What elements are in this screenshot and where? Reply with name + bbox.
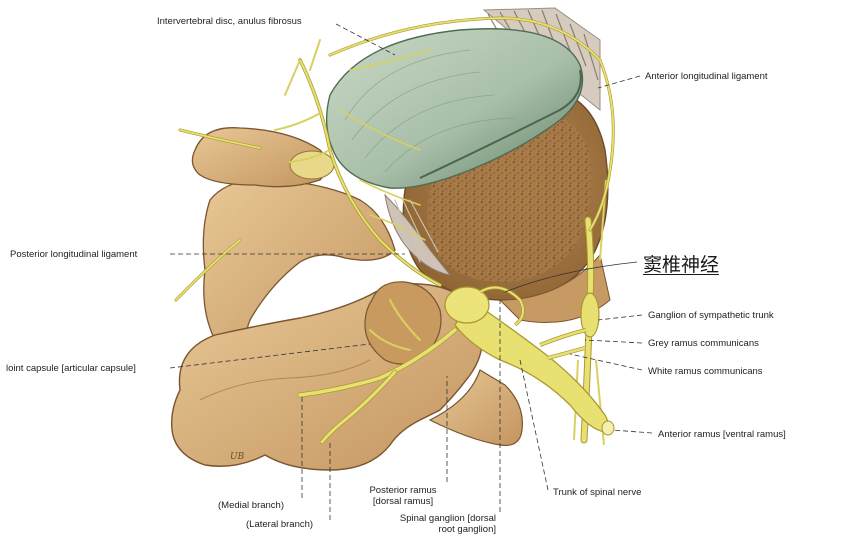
leader-white-ramus [569,353,643,371]
label-spinal-ganglion-line1: Spinal ganglion [dorsal [399,513,496,524]
leader-anterior-ligament [597,75,641,89]
vertebral-arch [170,127,523,471]
leader-anterior-ramus [611,429,653,434]
label-lateral-branch: (Lateral branch) [246,519,314,530]
label-trunk-spinal-nerve: Trunk of spinal nerve [553,487,642,498]
artist-signature: UB [230,452,245,462]
sympathetic-ganglion [580,292,600,338]
posterior-ramus [297,299,458,445]
label-ganglion-sympathetic: Ganglion of sympathetic trunk [648,310,774,321]
spinal-ganglion [444,286,490,324]
leader-joint-capsule [169,343,371,369]
label-joint-capsule: loint capsule [articular capsule] [6,363,136,374]
anterior-ramus-cut-end [601,420,615,436]
label-white-ramus: White ramus communicans [648,366,763,377]
leader-trunk [519,359,549,491]
label-posterior-ligament: Posterior longitudinal ligament [10,249,138,260]
label-medial-branch: (Medial branch) [218,500,284,511]
spinal-nerve [444,285,615,436]
leader-lines [169,23,653,520]
leader-grey-ramus [584,339,643,344]
label-disc: Intervertebral disc, anulus fibrosus [157,16,302,27]
intervertebral-disc [325,28,584,189]
leader-disc [335,23,396,56]
label-sinuvertebral-nerve: 窦椎神经 [643,254,720,276]
label-anterior-ligament: Anterior longitudinal ligament [645,71,768,82]
label-posterior-ramus-line1: Posterior ramus [369,485,437,496]
label-grey-ramus: Grey ramus communicans [648,338,759,349]
leader-sinuvertebral [504,261,638,293]
nerve-plexus [174,16,615,302]
label-posterior-ramus-line2: [dorsal ramus] [372,496,434,507]
label-anterior-ramus: Anterior ramus [ventral ramus] [658,429,786,440]
label-spinal-ganglion-line2: root ganglion] [438,524,496,535]
leader-ganglion-sympathetic [597,314,643,321]
